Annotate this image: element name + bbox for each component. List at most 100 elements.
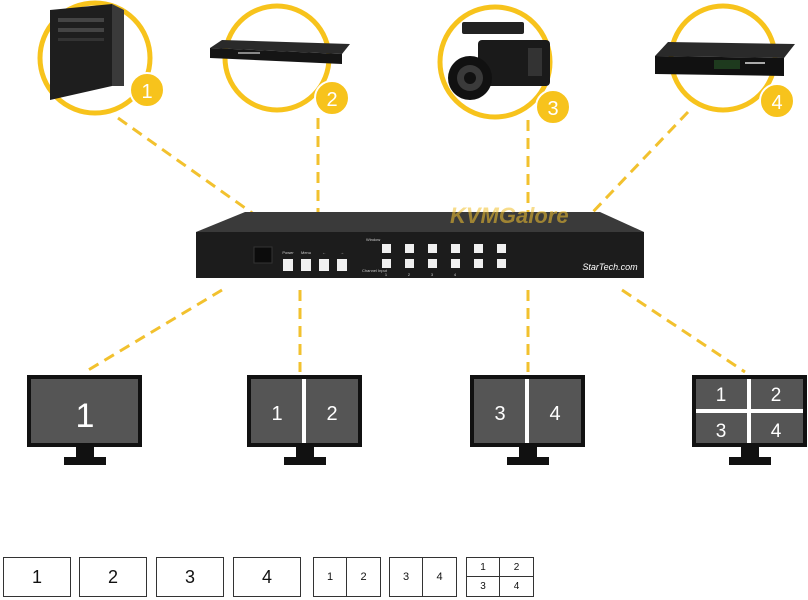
channel-button[interactable] xyxy=(474,259,483,268)
layout-cell-label: 4 xyxy=(261,566,272,587)
channel-button[interactable] xyxy=(405,259,414,268)
window-buttons xyxy=(382,244,506,253)
layout-dual-1-2[interactable]: 1 2 xyxy=(313,557,381,597)
control-button[interactable] xyxy=(283,259,293,271)
channel-number: 2 xyxy=(408,272,411,277)
window-button[interactable] xyxy=(405,244,414,253)
screen-label: 3 xyxy=(494,403,505,425)
layout-cell-label: 1 xyxy=(467,558,500,577)
switch-top-face xyxy=(196,212,644,232)
source-number-badge xyxy=(535,89,571,125)
window-button[interactable] xyxy=(497,244,506,253)
blu-ray-player-icon xyxy=(210,40,350,64)
button-label: Power xyxy=(282,250,294,255)
channel-number: 3 xyxy=(431,272,434,277)
window-button[interactable] xyxy=(382,244,391,253)
monitor-3: 3 4 xyxy=(470,375,585,465)
channel-button[interactable] xyxy=(497,259,506,268)
monitor-neck xyxy=(296,447,314,457)
computer-tower-icon xyxy=(50,4,124,100)
source-1: 1 xyxy=(37,0,165,116)
monitor-base xyxy=(64,457,106,465)
connector-monitor-1 xyxy=(84,288,223,374)
monitor-2: 1 2 xyxy=(247,375,362,465)
screen-label: 4 xyxy=(771,421,782,442)
screen-label: 3 xyxy=(716,421,727,442)
source-4: 4 xyxy=(655,3,795,119)
layout-cell-label: 1 xyxy=(31,566,42,587)
screen-label: 1 xyxy=(76,397,95,435)
layout-single-3[interactable]: 3 xyxy=(156,557,224,597)
button-label: ← xyxy=(322,250,326,255)
connector-source-1 xyxy=(117,116,256,217)
set-top-box-icon xyxy=(655,42,795,76)
monitor-neck xyxy=(519,447,537,457)
monitor-base xyxy=(284,457,326,465)
monitor-neck xyxy=(76,447,94,457)
control-button[interactable] xyxy=(319,259,329,271)
screen-divider xyxy=(696,409,803,413)
brand-label: StarTech.com xyxy=(582,262,638,272)
window-button[interactable] xyxy=(451,244,460,253)
window-button[interactable] xyxy=(428,244,437,253)
connector-lines xyxy=(84,110,746,374)
layout-cell-label: 2 xyxy=(107,566,118,587)
layout-single-1[interactable]: 1 xyxy=(3,557,71,597)
layout-cell-label: 2 xyxy=(500,558,533,577)
layout-dual-3-4[interactable]: 3 4 xyxy=(389,557,457,597)
source-number: 4 xyxy=(771,92,782,114)
window-label: Window xyxy=(366,237,380,242)
source-number-badge xyxy=(129,72,165,108)
control-button[interactable] xyxy=(337,259,347,271)
connector-source-4 xyxy=(588,110,690,217)
screen-label: 2 xyxy=(771,385,782,406)
video-camera-icon xyxy=(448,22,550,100)
channel-button[interactable] xyxy=(428,259,437,268)
source-number-badge xyxy=(759,83,795,119)
screen-label: 4 xyxy=(549,403,560,425)
source-3: 3 xyxy=(437,4,571,125)
source-number: 2 xyxy=(326,89,337,111)
source-2: 2 xyxy=(210,3,350,116)
screen-label: 1 xyxy=(716,385,727,406)
multiviewer-switch: Power Menu ← → Window Channel Input 1 2 … xyxy=(196,203,644,278)
screen-divider xyxy=(525,379,529,443)
screen-divider xyxy=(302,379,306,443)
source-number-badge xyxy=(314,80,350,116)
watermark: KVMGalore xyxy=(450,203,569,228)
screen-label: 1 xyxy=(271,403,282,425)
channel-number: 4 xyxy=(454,272,457,277)
channel-input-label: Channel Input xyxy=(362,268,388,273)
monitor-screen xyxy=(31,379,138,443)
layout-cell-label: 3 xyxy=(390,558,423,596)
connector-monitor-4 xyxy=(621,288,746,374)
channel-button[interactable] xyxy=(451,259,460,268)
monitor-base xyxy=(507,457,549,465)
layout-quad[interactable]: 1 2 3 4 xyxy=(466,557,534,597)
channel-button[interactable] xyxy=(382,259,391,268)
layout-cell-label: 2 xyxy=(360,571,367,583)
layout-cell-label: 4 xyxy=(436,571,443,583)
layout-single-4[interactable]: 4 xyxy=(233,557,301,597)
channel-buttons xyxy=(382,259,506,268)
layout-cell-label: 3 xyxy=(184,566,195,587)
window-button[interactable] xyxy=(474,244,483,253)
layout-single-2[interactable]: 2 xyxy=(79,557,147,597)
display-window xyxy=(253,246,273,264)
source-number: 1 xyxy=(141,81,152,103)
monitor-neck xyxy=(741,447,759,457)
layout-cell-label: 1 xyxy=(314,558,347,596)
button-label: → xyxy=(340,250,344,255)
control-button[interactable] xyxy=(301,259,311,271)
screen-label: 2 xyxy=(326,403,337,425)
monitor-1: 1 xyxy=(27,375,142,465)
monitor-base xyxy=(729,457,771,465)
source-number: 3 xyxy=(547,98,558,120)
monitor-4: 1 2 3 4 xyxy=(692,375,807,465)
button-label: Menu xyxy=(301,250,311,255)
control-buttons xyxy=(283,259,347,271)
layout-cell-label: 3 xyxy=(467,577,500,596)
channel-number: 1 xyxy=(385,272,388,277)
layout-cell-label: 4 xyxy=(513,581,520,592)
